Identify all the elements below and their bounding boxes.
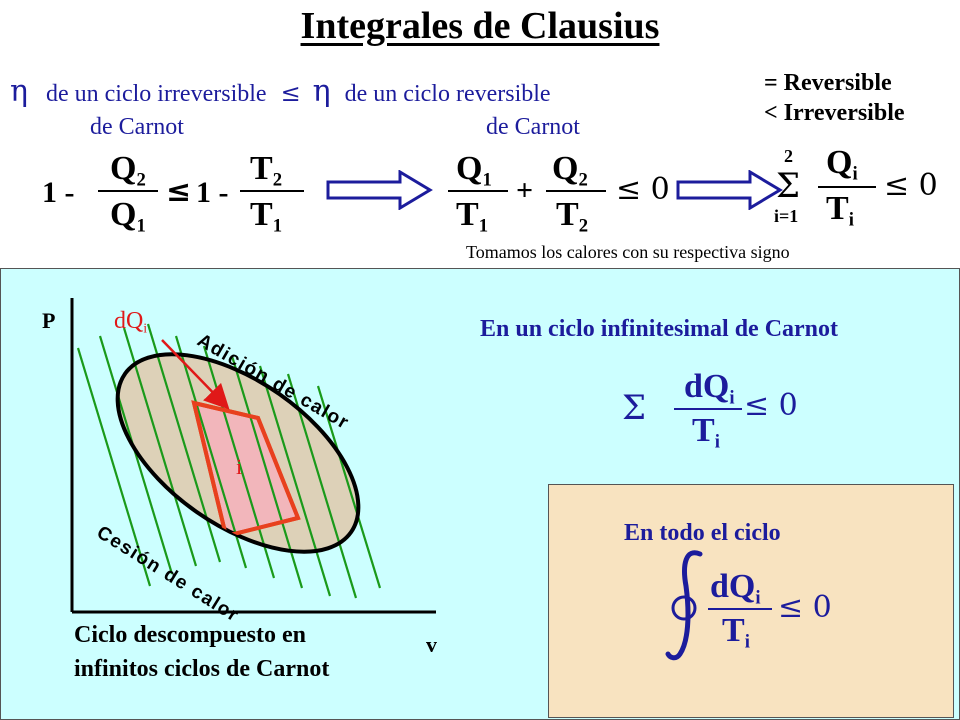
f2-b-den: T2 <box>556 196 589 237</box>
f2-b-num: Q2 <box>552 150 588 191</box>
whole-den: Ti <box>722 612 750 653</box>
eta-right-text: de un ciclo reversible <box>344 81 551 107</box>
f2-plus: + <box>516 174 534 207</box>
axis-label-v: v <box>426 632 437 657</box>
carnot-outline <box>191 400 301 539</box>
whole-line <box>708 608 772 610</box>
whole-num: dQi <box>710 568 761 609</box>
whole-cycle-box <box>548 484 954 718</box>
cycle-i-label: i <box>236 454 243 479</box>
right-arrow-icon-2 <box>676 170 783 210</box>
f2-a-num: Q1 <box>456 150 492 191</box>
inf-rel: ≤ 0 <box>744 388 798 423</box>
f3-den: Ti <box>826 190 854 231</box>
f3-sum: Σ <box>776 166 801 206</box>
f1-rhs-line <box>240 190 304 192</box>
right-arrow-icon <box>326 170 433 210</box>
f3-num: Qi <box>826 144 858 185</box>
inf-sum: Σ <box>622 388 647 428</box>
f2-a-line <box>448 190 508 192</box>
inf-line <box>674 408 742 410</box>
cycle-outline <box>115 352 361 554</box>
f1-rel: ≤ <box>166 174 192 209</box>
f3-upper: 2 <box>784 146 793 166</box>
legend-irreversible: < Irreversible <box>764 100 905 126</box>
f3-rel: ≤ 0 <box>884 168 938 203</box>
f1-line <box>98 190 158 192</box>
f1-num: Q2 <box>110 150 146 191</box>
f3-line <box>818 186 876 188</box>
f1-den: Q1 <box>110 196 146 237</box>
contour-integral-icon <box>665 550 703 661</box>
sign-note: Tomamos los calores con su respectiva si… <box>466 242 790 262</box>
eta-relation: ≤ <box>280 79 301 107</box>
eta-symbol: η <box>10 74 28 109</box>
inf-den: Ti <box>692 412 720 453</box>
dq-label: dQi <box>114 308 148 336</box>
f1-prefix: 1 - <box>42 176 75 209</box>
infinitesimal-heading: En un ciclo infinitesimal de Carnot <box>480 316 839 342</box>
eta-left-text: de un ciclo irreversible <box>45 81 267 107</box>
axis-label-p: P <box>42 308 56 333</box>
caption-line2: infinitos ciclos de Carnot <box>74 656 330 682</box>
dq-pointer-arrow <box>161 339 230 410</box>
pv-diagram <box>70 298 436 614</box>
whole-cycle-heading: En todo el ciclo <box>624 520 781 546</box>
f2-a-den: T1 <box>456 196 489 237</box>
inf-num: dQi <box>684 368 735 409</box>
f3-lower: i=1 <box>774 206 799 226</box>
eta-right-sub: de Carnot <box>486 114 580 140</box>
eta-statement: η de un ciclo irreversible ≤ η de un cic… <box>10 74 551 109</box>
caption-line1: Ciclo descompuesto en <box>74 622 306 648</box>
eta-left-sub: de Carnot <box>90 114 184 140</box>
whole-rel: ≤ 0 <box>778 590 832 625</box>
f2-b-line <box>546 190 606 192</box>
f1-rhs-den: T1 <box>250 196 283 237</box>
f1-rhs-num: T2 <box>250 150 283 191</box>
page-title: Integrales de Clausius <box>300 5 660 47</box>
eta-symbol-2: η <box>312 74 331 109</box>
legend-reversible: = Reversible <box>764 70 892 96</box>
f2-rel: ≤ 0 <box>616 172 670 207</box>
f1-rhs-prefix: 1 - <box>196 176 229 209</box>
